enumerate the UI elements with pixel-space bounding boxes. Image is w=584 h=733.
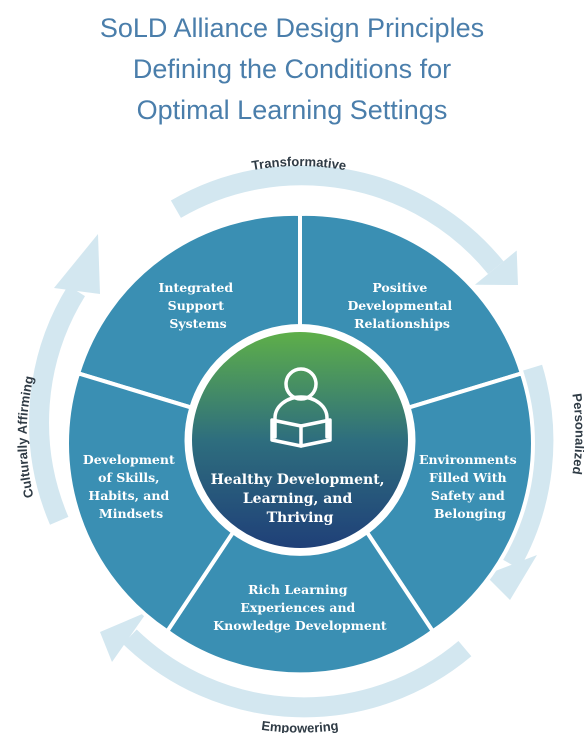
segment-integrated-support	[75, 211, 302, 411]
ring-arc-right	[502, 364, 554, 570]
segment-label-integrated: Integrated Support Systems	[159, 280, 238, 331]
principle-segments	[65, 211, 535, 677]
outer-cycle-ring	[29, 165, 554, 718]
ring-arrowhead-left	[54, 234, 100, 294]
ring-arc-top-right	[170, 165, 504, 275]
segment-label-positive: Positive Developmental Relationships	[347, 280, 456, 331]
ring-label-culturally-affirming: Culturally Affirming	[15, 374, 37, 499]
ring-label-transformative: Transformative	[251, 154, 348, 173]
segment-environments	[364, 370, 535, 635]
ring-arc-bottom	[122, 629, 472, 718]
segment-skills-habits	[65, 370, 236, 635]
segment-label-rich-learning: Rich Learning Experiences and Knowledge …	[213, 582, 387, 633]
title-line-2: Defining the Conditions for	[132, 54, 452, 84]
person-reading-icon	[270, 367, 332, 448]
segment-label-skills: Development of Skills, Habits, and Minds…	[83, 452, 179, 521]
ring-arrowhead-top-right	[474, 250, 518, 285]
title-line-1: SoLD Alliance Design Principles	[99, 13, 485, 43]
ring-label-personalized: Personalized	[569, 392, 584, 475]
ring-arrowhead-bottom	[100, 612, 147, 662]
title-line-3: Optimal Learning Settings	[136, 95, 448, 125]
segment-rich-learning	[164, 529, 436, 677]
segment-positive-relationships	[298, 211, 525, 411]
diagram-title: SoLD Alliance Design Principles Defining…	[0, 8, 584, 131]
segment-label-environments: Environments Filled With Safety and Belo…	[419, 452, 521, 521]
ring-arc-left	[29, 285, 86, 525]
center-label: Healthy Development, Learning, and Thriv…	[211, 472, 390, 526]
ring-label-empowering: Empowering	[261, 718, 340, 733]
ring-arrowhead-right	[485, 555, 537, 600]
